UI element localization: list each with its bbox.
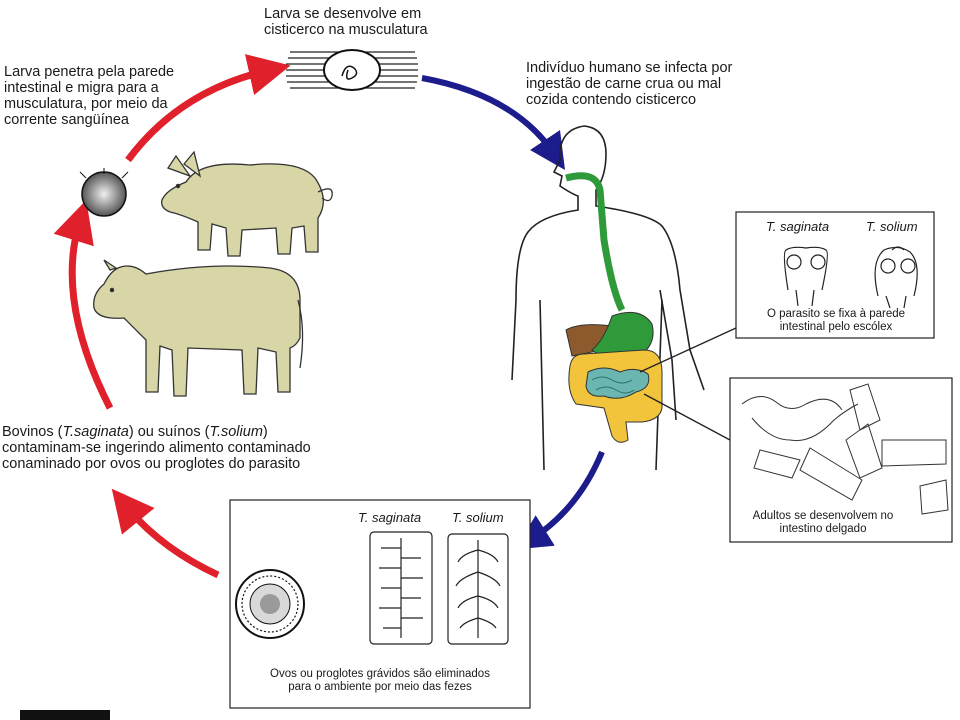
eggs-caption: Ovos ou proglotes grávidos são eliminado… bbox=[270, 668, 490, 693]
oncosphere-cyst bbox=[79, 168, 129, 217]
label-individuo-humano: Indivíduo humano se infecta por ingestão… bbox=[526, 60, 733, 108]
adult-worms-drawing bbox=[741, 383, 949, 515]
digestive-tract bbox=[565, 172, 663, 443]
slide-corner-mark bbox=[20, 710, 110, 720]
egg-drawing bbox=[235, 569, 305, 639]
scolex-species-solium: T. solium bbox=[866, 219, 918, 234]
eggs-species-solium: T. solium bbox=[452, 510, 504, 525]
scolex-species-saginata: T. saginata bbox=[766, 219, 830, 234]
scolex-box bbox=[735, 211, 935, 339]
arrow-cysts-to-muscle bbox=[125, 54, 291, 163]
leader-scolex bbox=[639, 327, 737, 373]
proglottid-saginata-drawing bbox=[369, 531, 433, 645]
cow-illustration bbox=[93, 259, 304, 397]
arrow-eggs-to-bovinos bbox=[111, 488, 220, 579]
arrow-human-to-eggs bbox=[514, 450, 605, 550]
scolex-saginata-drawing bbox=[783, 246, 828, 307]
eggs-species-saginata: T. saginata bbox=[358, 510, 422, 525]
scolex-caption: O parasito se fixa à parede intestinal p… bbox=[766, 308, 906, 333]
adults-caption: Adultos se desenvolvem no intestino delg… bbox=[752, 510, 894, 535]
muscle-cysticercus bbox=[286, 49, 418, 91]
scolex-solium-drawing bbox=[874, 246, 918, 309]
arrow-muscle-to-human bbox=[421, 75, 565, 170]
arrow-bovinos-to-cysts bbox=[53, 199, 114, 410]
pig-illustration bbox=[161, 150, 333, 257]
leader-adults bbox=[643, 393, 731, 441]
label-larva-penetra: Larva penetra pela parede intestinal e m… bbox=[4, 64, 175, 128]
adults-box bbox=[729, 377, 953, 543]
label-bovinos-suinos: Bovinos (T.saginata) ou suínos (T.solium… bbox=[2, 424, 311, 472]
proglottid-solium-drawing bbox=[447, 533, 509, 645]
esophagus bbox=[565, 172, 626, 312]
label-larva-cisticerco: Larva se desenvolve em cisticerco na mus… bbox=[264, 6, 428, 38]
